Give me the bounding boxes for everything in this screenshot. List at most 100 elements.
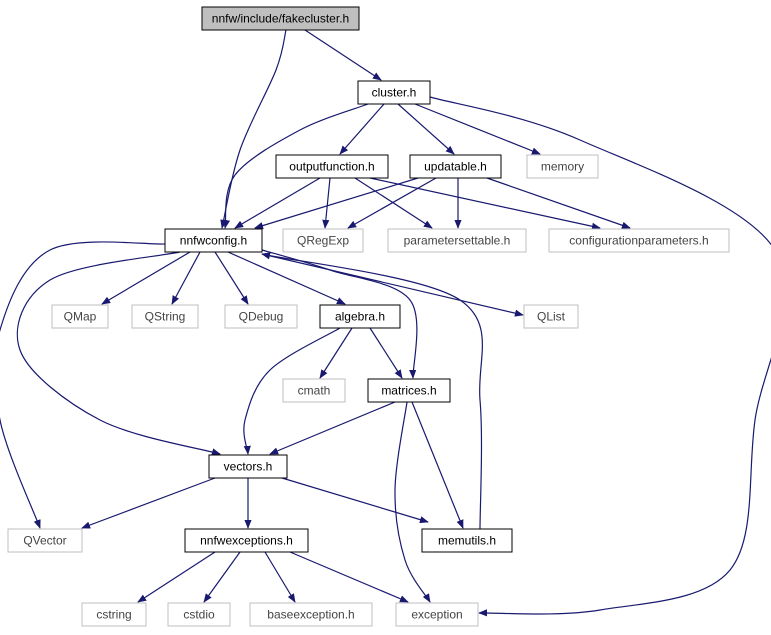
node-box-qregexp bbox=[282, 228, 364, 253]
edge-matrices-to-memutils bbox=[411, 401, 464, 529]
node-qstring: QString bbox=[131, 304, 199, 329]
edge-nnfwconfig-to-matrices bbox=[261, 249, 418, 379]
edge-root-to-cluster bbox=[304, 29, 382, 81]
node-box-cmath bbox=[282, 378, 346, 403]
node-label-baseexception: baseexception.h bbox=[267, 608, 354, 622]
edge-outputfunction-to-paramsettable bbox=[354, 177, 433, 229]
node-box-cstring bbox=[81, 602, 147, 627]
edge-nnfwconfig-to-qstring bbox=[171, 251, 201, 305]
node-label-confparams: configurationparameters.h bbox=[569, 234, 708, 248]
edges-layer bbox=[0, 29, 771, 617]
node-label-nnfwconfig: nnfwconfig.h bbox=[180, 234, 247, 248]
edge-nnfwexceptions-to-baseexception bbox=[264, 551, 296, 603]
node-cmath: cmath bbox=[282, 378, 346, 403]
node-box-vectors bbox=[208, 454, 288, 479]
node-box-exception bbox=[395, 602, 479, 627]
edge-nnfwconfig-to-qlist bbox=[261, 253, 524, 317]
edge-root-to-nnfwconfig bbox=[220, 29, 287, 229]
edge-cluster-to-outputfunction bbox=[339, 103, 385, 155]
node-box-confparams bbox=[548, 228, 730, 253]
nodes-layer: nnfw/include/fakecluster.h cluster.h outpu… bbox=[7, 6, 730, 627]
node-label-vectors: vectors.h bbox=[224, 460, 273, 474]
node-label-qregexp: QRegExp bbox=[297, 234, 349, 248]
node-label-root: nnfw/include/fakecluster.h bbox=[212, 12, 349, 26]
node-box-cluster bbox=[357, 80, 431, 105]
node-vectors[interactable]: vectors.h bbox=[208, 454, 288, 479]
node-qlist: QList bbox=[523, 304, 579, 329]
node-root[interactable]: nnfw/include/fakecluster.h bbox=[201, 6, 360, 31]
node-label-qmap: QMap bbox=[64, 310, 97, 324]
node-box-matrices bbox=[367, 378, 451, 403]
node-box-updatable bbox=[409, 154, 502, 179]
edge-nnfwconfig-to-algebra bbox=[227, 251, 346, 305]
node-label-qdebug: QDebug bbox=[239, 310, 284, 324]
edge-matrices-to-vectors bbox=[269, 401, 396, 455]
edge-nnfwconfig-to-qdebug bbox=[214, 251, 249, 305]
edge-nnfwexceptions-to-cstring bbox=[137, 551, 216, 603]
node-box-qvector bbox=[7, 528, 83, 553]
node-qdebug: QDebug bbox=[224, 304, 298, 329]
node-label-qvector: QVector bbox=[23, 534, 66, 548]
node-box-qlist bbox=[523, 304, 579, 329]
node-box-algebra bbox=[319, 304, 401, 329]
node-updatable[interactable]: updatable.h bbox=[409, 154, 502, 179]
node-nnfwexceptions[interactable]: nnfwexceptions.h bbox=[184, 528, 309, 553]
node-box-nnfwexceptions bbox=[184, 528, 309, 553]
node-label-cluster: cluster.h bbox=[372, 86, 417, 100]
node-box-memory bbox=[526, 154, 599, 179]
node-label-matrices: matrices.h bbox=[381, 384, 436, 398]
node-box-qdebug bbox=[224, 304, 298, 329]
node-label-memutils: memutils.h bbox=[438, 534, 496, 548]
node-algebra[interactable]: algebra.h bbox=[319, 304, 401, 329]
edge-cluster-to-updatable bbox=[397, 103, 455, 155]
node-label-paramsettable: parametersettable.h bbox=[404, 234, 511, 248]
node-paramsettable: parametersettable.h bbox=[387, 228, 527, 253]
node-cstdio: cstdio bbox=[167, 602, 231, 627]
edge-nnfwconfig-to-qmap bbox=[101, 251, 191, 305]
node-box-qmap bbox=[51, 304, 109, 329]
node-box-baseexception bbox=[249, 602, 373, 627]
node-confparams: configurationparameters.h bbox=[548, 228, 730, 253]
node-label-qstring: QString bbox=[145, 310, 186, 324]
node-cluster[interactable]: cluster.h bbox=[357, 80, 431, 105]
node-memutils[interactable]: memutils.h bbox=[421, 528, 513, 553]
node-box-qstring bbox=[131, 304, 199, 329]
node-box-cstdio bbox=[167, 602, 231, 627]
node-qregexp: QRegExp bbox=[282, 228, 364, 253]
edge-outputfunction-to-confparams bbox=[369, 177, 601, 230]
edge-algebra-to-matrices bbox=[369, 327, 403, 379]
node-baseexception: baseexception.h bbox=[249, 602, 373, 627]
edge-updatable-to-qregexp bbox=[347, 177, 437, 229]
node-label-nnfwexceptions: nnfwexceptions.h bbox=[200, 534, 293, 548]
node-outputfunction[interactable]: outputfunction.h bbox=[275, 154, 389, 179]
node-label-exception: exception bbox=[411, 608, 462, 622]
edge-cluster-to-exception bbox=[429, 96, 771, 617]
edge-updatable-to-confparams bbox=[486, 177, 631, 229]
node-memory: memory bbox=[526, 154, 599, 179]
edge-vectors-to-memutils bbox=[281, 477, 429, 524]
edge-nnfwconfig-to-qvector bbox=[0, 241, 167, 529]
edge-algebra-to-cmath bbox=[319, 327, 353, 379]
node-label-cmath: cmath bbox=[298, 384, 331, 398]
node-qvector: QVector bbox=[7, 528, 83, 553]
edge-outputfunction-to-nnfwconfig bbox=[234, 177, 321, 229]
edge-nnfwconfig-to-vectors bbox=[16, 251, 221, 456]
edge-matrices-to-exception bbox=[394, 401, 431, 603]
node-nnfwconfig[interactable]: nnfwconfig.h bbox=[164, 228, 263, 253]
node-label-updatable: updatable.h bbox=[424, 160, 487, 174]
node-box-root bbox=[201, 6, 360, 31]
edge-nnfwexceptions-to-cstdio bbox=[203, 551, 241, 603]
edge-nnfwexceptions-to-exception bbox=[289, 551, 409, 603]
node-label-qlist: QList bbox=[537, 310, 566, 324]
node-label-memory: memory bbox=[541, 160, 584, 174]
node-exception: exception bbox=[395, 602, 479, 627]
edge-outputfunction-to-qregexp bbox=[322, 177, 331, 229]
node-box-outputfunction bbox=[275, 154, 389, 179]
edge-cluster-to-nnfwconfig bbox=[222, 103, 369, 229]
node-qmap: QMap bbox=[51, 304, 109, 329]
edge-updatable-to-nnfwconfig bbox=[254, 177, 419, 230]
node-matrices[interactable]: matrices.h bbox=[367, 378, 451, 403]
node-label-cstdio: cstdio bbox=[183, 608, 215, 622]
node-label-cstring: cstring bbox=[96, 608, 131, 622]
